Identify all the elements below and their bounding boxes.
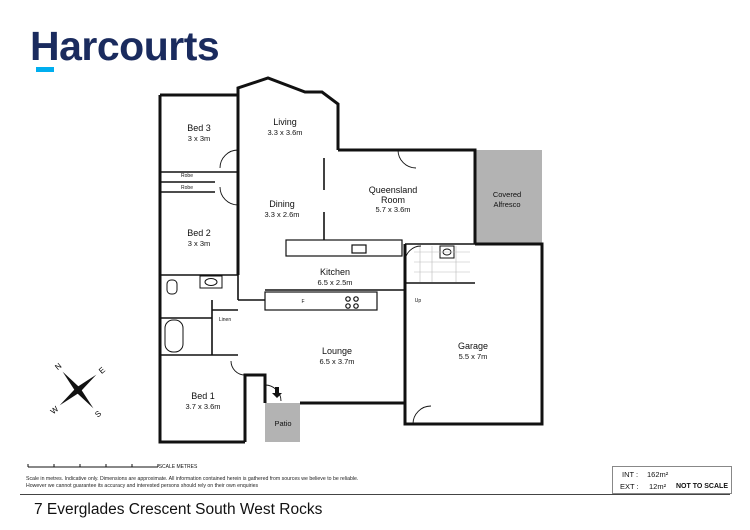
door-swings	[219, 149, 432, 425]
svg-text:W: W	[49, 404, 61, 416]
queensland-room-dims: 5.7 x 3.6m	[375, 205, 410, 214]
logo-accent-bar	[36, 67, 54, 72]
dining-dims: 3.3 x 2.6m	[264, 210, 299, 219]
queensland-room-label-2: Room	[381, 195, 405, 205]
kitchen-dims: 6.5 x 2.5m	[317, 278, 352, 287]
dining-label: Dining	[269, 199, 295, 209]
svg-text:E: E	[97, 365, 107, 375]
harcourts-logo: Harcourts	[30, 23, 220, 69]
bed3-label: Bed 3	[187, 123, 211, 133]
robe-label-bed2: Robe	[181, 185, 193, 191]
patio-label: Patio	[274, 419, 291, 428]
robe-label-bed3: Robe	[181, 173, 193, 179]
kitchen-benches	[264, 239, 403, 311]
svg-text:N: N	[53, 361, 63, 372]
up-label: Up	[415, 298, 422, 304]
alfresco-label: Covered	[493, 190, 521, 199]
bed2-label: Bed 2	[187, 228, 211, 238]
garage-label: Garage	[458, 341, 488, 351]
kitchen-label: Kitchen	[320, 267, 350, 277]
scale-bar: SCALE METRES	[27, 464, 198, 470]
disclaimer-text: Scale in metres. Indicative only. Dimens…	[26, 476, 359, 489]
bed1-label: Bed 1	[191, 391, 215, 401]
tile-grid	[414, 246, 470, 282]
lounge-label: Lounge	[322, 346, 352, 356]
covered-alfresco-area	[475, 150, 542, 244]
not-to-scale-label: NOT TO SCALE	[676, 483, 728, 490]
bed3-dims: 3 x 3m	[188, 134, 211, 143]
patio-area	[265, 403, 300, 442]
area-box	[612, 466, 732, 494]
patio-entry-arrow	[272, 387, 282, 398]
alfresco-label-2: Alfresco	[493, 200, 520, 209]
footer-divider	[20, 494, 730, 495]
lounge-dims: 6.5 x 3.7m	[319, 357, 354, 366]
bed2-dims: 3 x 3m	[188, 239, 211, 248]
exterior-walls	[158, 76, 544, 444]
garage-dims: 5.5 x 7m	[459, 352, 488, 361]
bed1-dims: 3.7 x 3.6m	[185, 402, 220, 411]
compass-icon: N S E W	[49, 361, 107, 419]
ext-area-value: 12m²	[649, 482, 667, 491]
svg-text:S: S	[93, 409, 103, 419]
linen-label: Linen	[219, 317, 231, 323]
property-address: 7 Everglades Crescent South West Rocks	[34, 501, 323, 518]
bathroom-fixtures	[164, 245, 455, 353]
ext-area-label: EXT :	[620, 482, 639, 491]
living-dims: 3.3 x 3.6m	[267, 128, 302, 137]
int-area-value: 162m²	[647, 470, 669, 479]
queensland-room-label: Queensland	[369, 185, 418, 195]
int-area-label: INT :	[622, 470, 639, 479]
scale-bar-label: SCALE METRES	[159, 464, 198, 470]
interior-walls	[160, 158, 475, 403]
fridge-label: F	[301, 299, 304, 305]
living-label: Living	[273, 117, 297, 127]
